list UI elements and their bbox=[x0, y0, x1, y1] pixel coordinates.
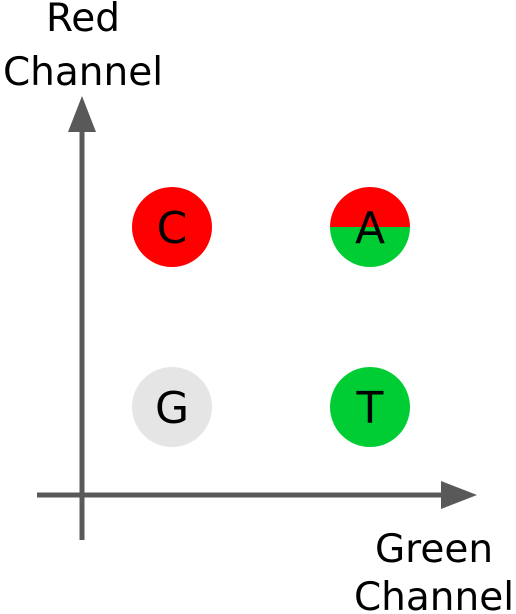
base-a-green-half bbox=[330, 227, 410, 267]
base-t-letter: T bbox=[356, 383, 384, 434]
y-axis-label-line2: Channel bbox=[3, 50, 163, 95]
x-axis-label-line2: Channel bbox=[354, 575, 514, 614]
y-axis-arrow bbox=[68, 96, 96, 132]
base-c-circle bbox=[132, 187, 212, 267]
base-t-circle bbox=[330, 367, 410, 447]
base-c-letter: C bbox=[157, 203, 188, 254]
base-a-red-half bbox=[330, 187, 410, 227]
base-g-letter: G bbox=[155, 383, 189, 434]
y-axis-label-line1: Red bbox=[46, 0, 120, 41]
base-a-letter: A bbox=[355, 203, 385, 254]
x-axis-arrow bbox=[441, 481, 477, 509]
base-a-dot: A bbox=[330, 187, 410, 267]
base-t-dot: T bbox=[330, 367, 410, 447]
base-g-circle bbox=[132, 367, 212, 447]
x-axis-label-line1: Green bbox=[375, 527, 493, 572]
base-c-dot: C bbox=[132, 187, 212, 267]
base-g-dot: G bbox=[132, 367, 212, 447]
